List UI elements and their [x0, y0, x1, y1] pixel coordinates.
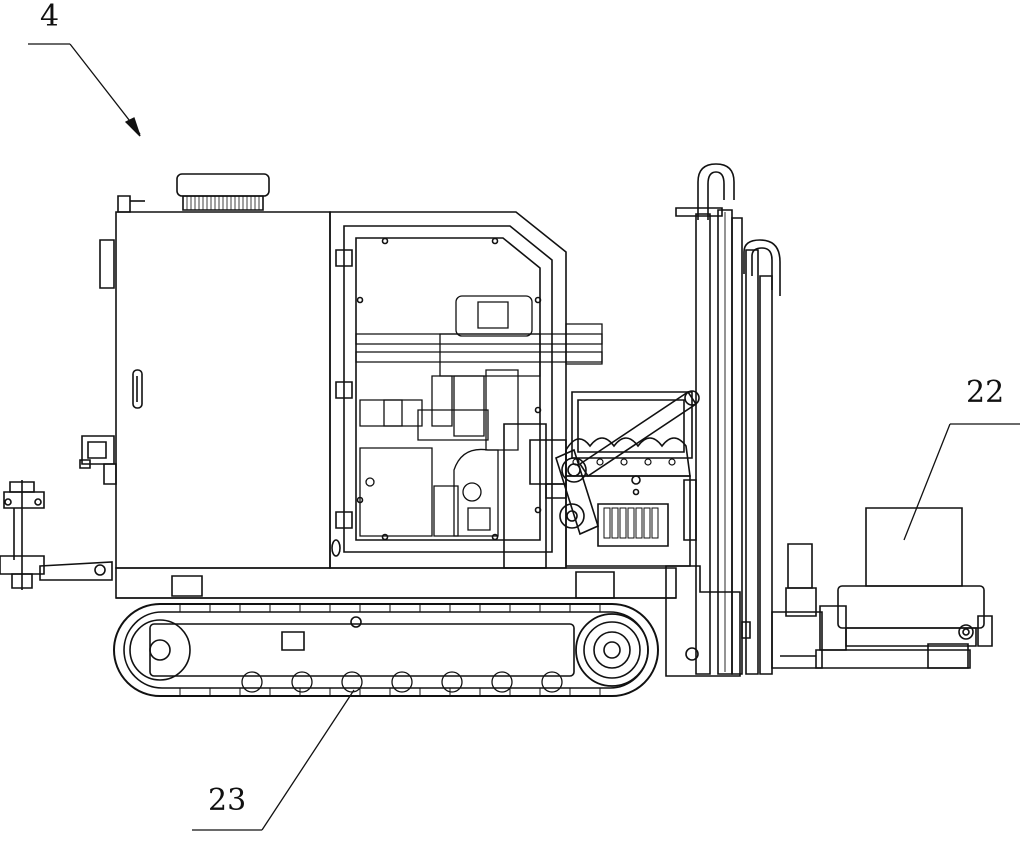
roof-vent	[177, 174, 269, 210]
reference-numeral-22: 22	[966, 375, 1005, 410]
crawler-track	[114, 568, 676, 696]
leader-4-arrowhead	[126, 118, 140, 136]
operator-cab	[330, 212, 566, 568]
leader-23	[262, 690, 354, 830]
tool-head	[772, 508, 992, 668]
tow-bar	[0, 480, 112, 590]
leader-4	[70, 44, 140, 134]
reference-numeral-23: 23	[208, 783, 247, 818]
internal-mechanism	[356, 296, 602, 536]
leader-22	[904, 424, 950, 540]
leader-lines	[28, 44, 1020, 830]
left-cabinet	[80, 196, 330, 568]
reference-numeral-4: 4	[40, 0, 60, 34]
mast-assembly	[666, 164, 780, 676]
center-block	[504, 391, 699, 568]
